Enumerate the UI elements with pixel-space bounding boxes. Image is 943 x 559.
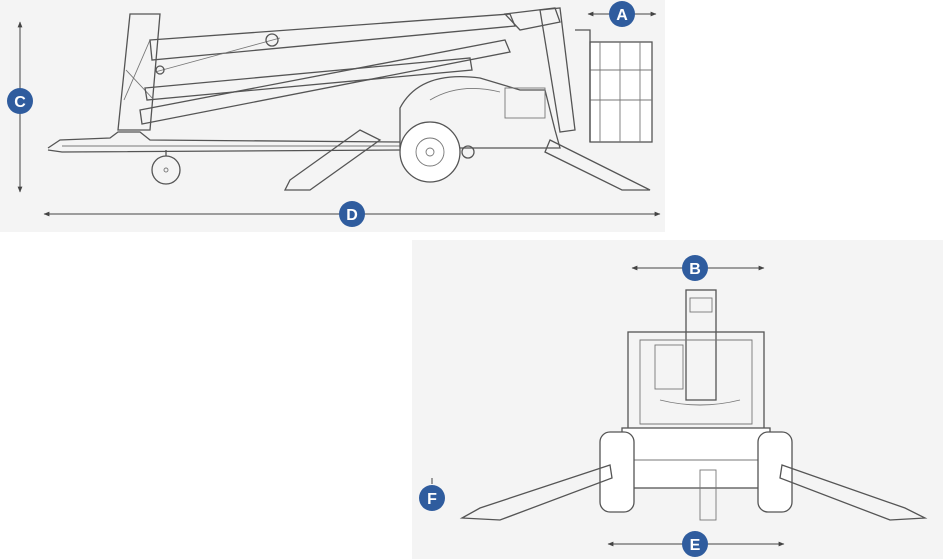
side-view-panel: [0, 0, 665, 232]
rear-view-panel: [412, 240, 943, 559]
badge-b: B: [682, 255, 708, 281]
badge-a: A: [609, 1, 635, 27]
badge-c-label: C: [14, 94, 26, 111]
rear-view-lift-drawing: [459, 289, 928, 521]
badge-d: D: [339, 201, 365, 227]
badge-c: C: [7, 88, 33, 114]
badge-a-label: A: [616, 7, 628, 24]
side-view-lift-drawing: [47, 7, 653, 191]
badge-d-label: D: [346, 207, 358, 224]
badge-f-label: F: [427, 491, 437, 508]
badge-e-label: E: [690, 537, 701, 554]
badge-f: F: [419, 485, 445, 511]
badge-e: E: [682, 531, 708, 557]
badge-b-label: B: [689, 261, 701, 278]
